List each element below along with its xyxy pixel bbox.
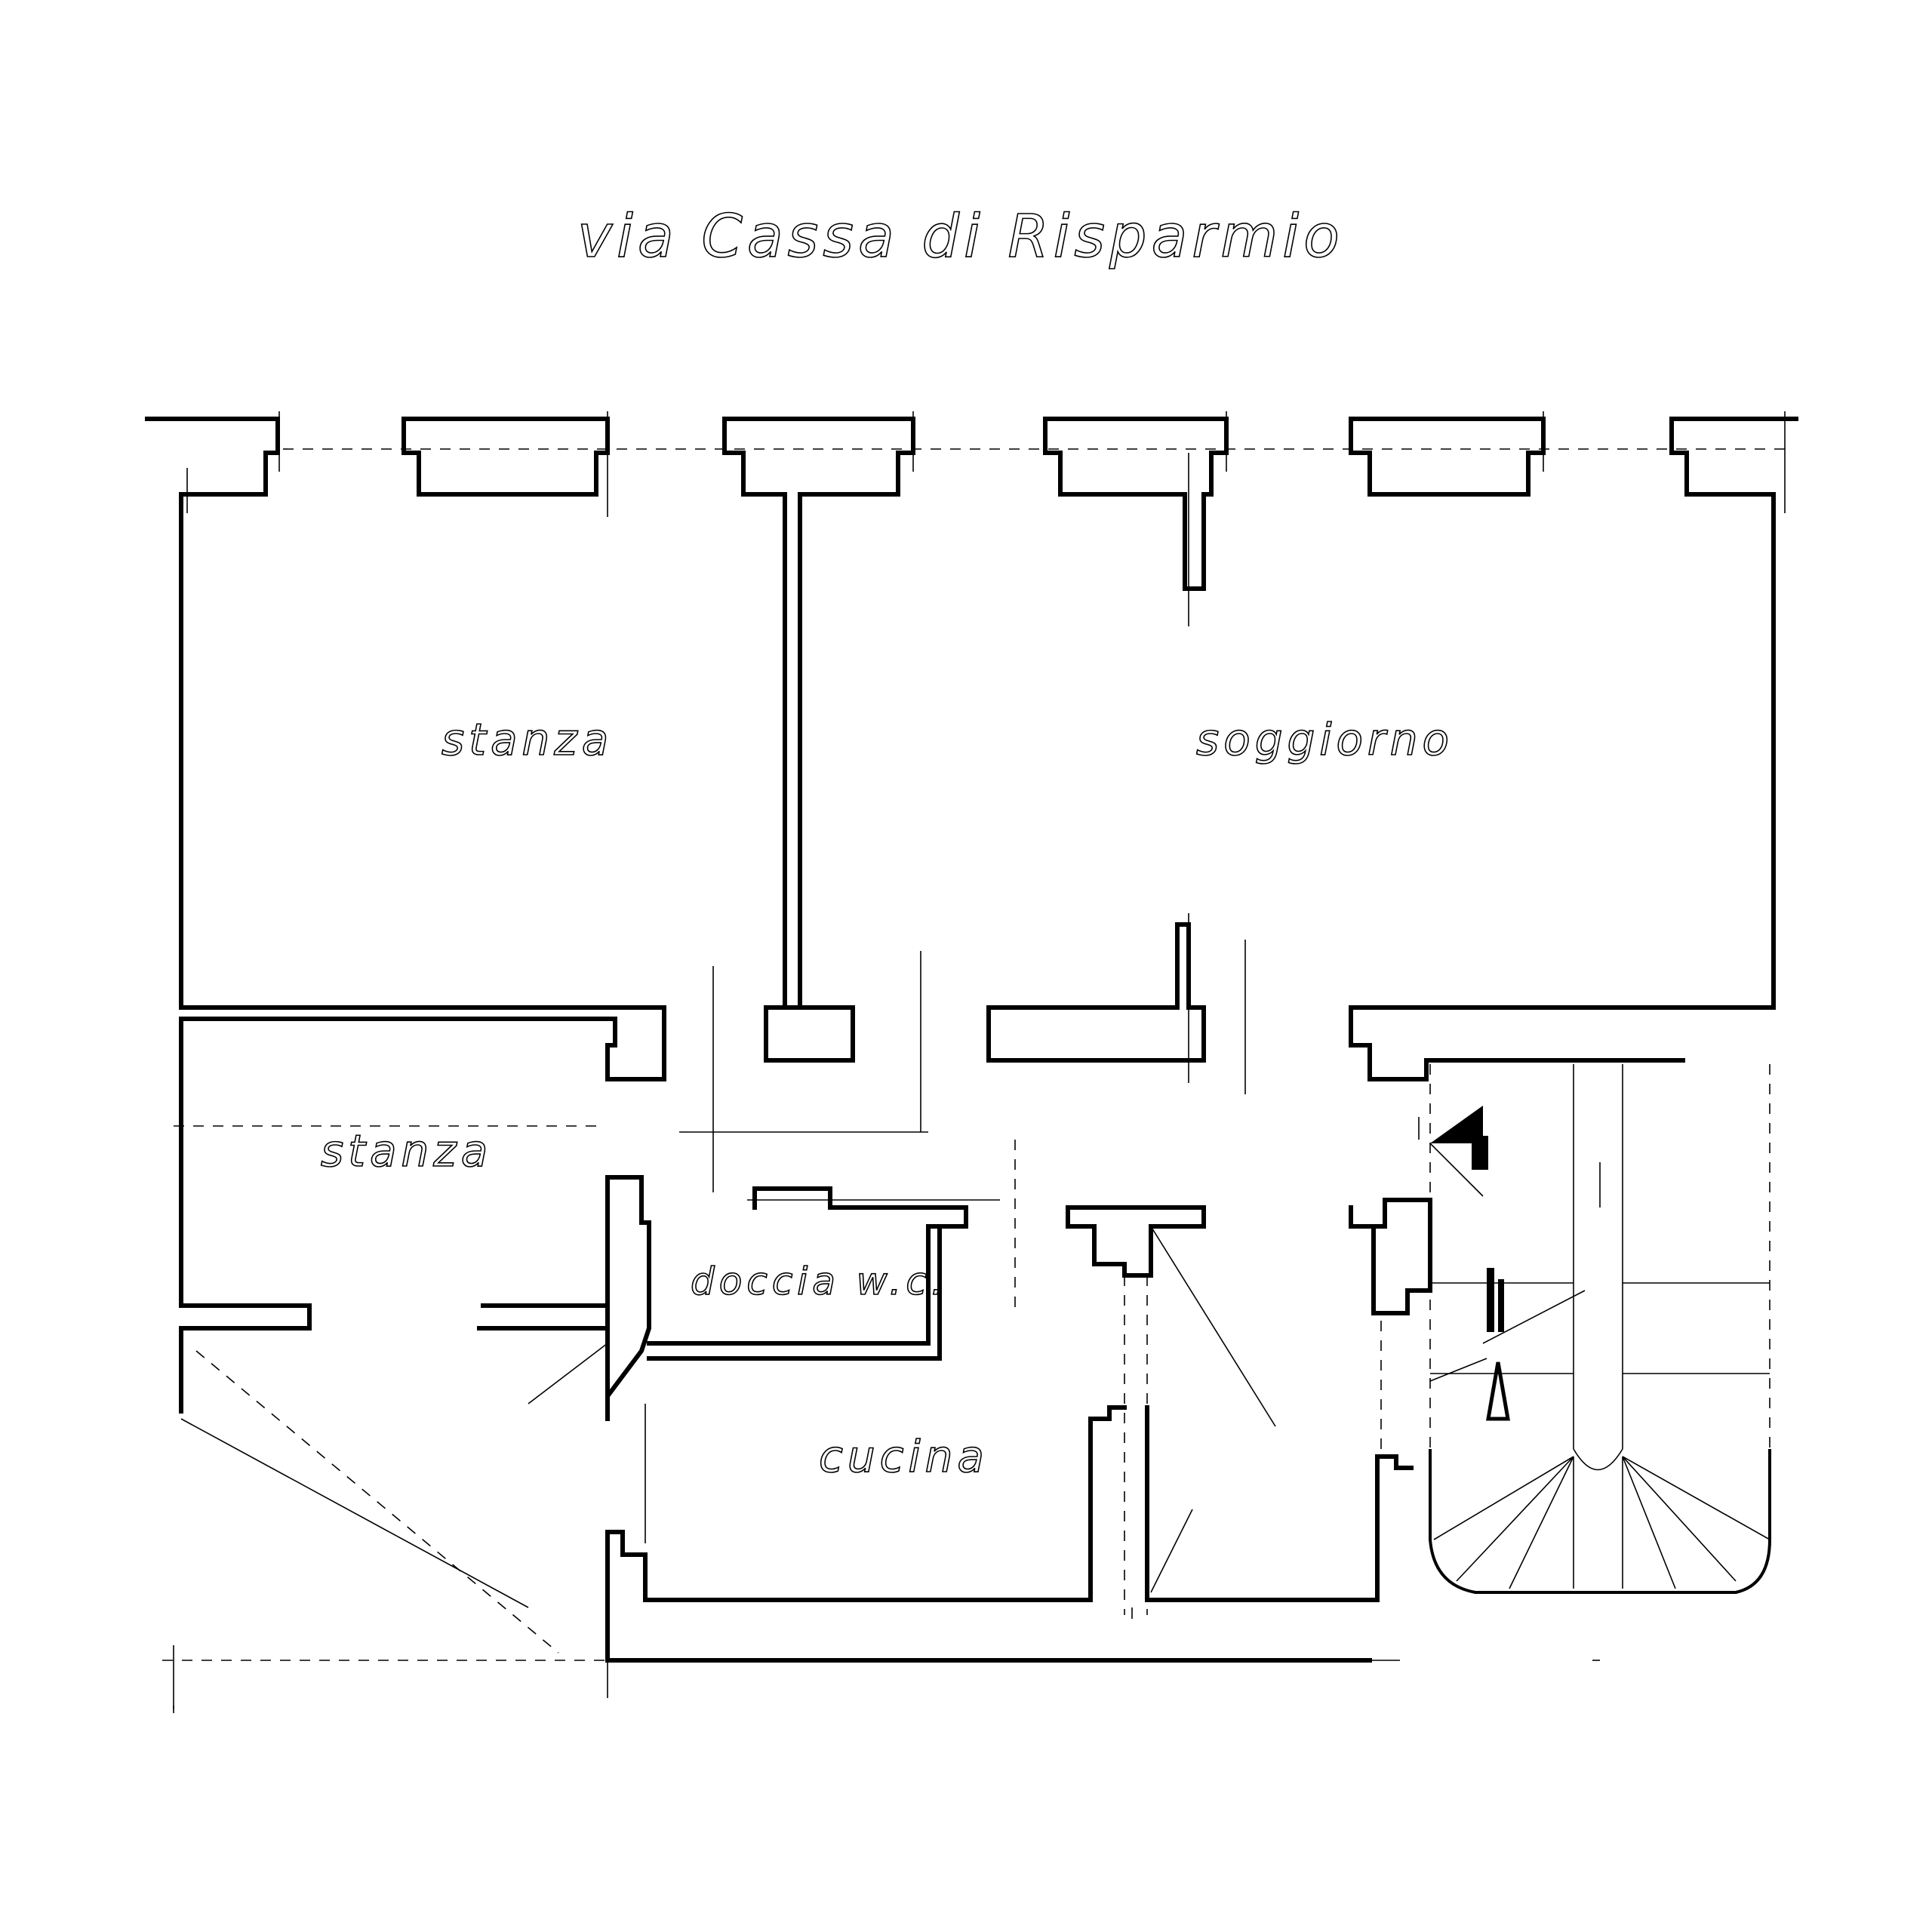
room-label-soggiorno: soggiorno [1196, 714, 1454, 765]
interior-walls [179, 922, 1432, 1663]
room-label-stanza-top: stanza [441, 714, 613, 765]
construction-lines [162, 411, 1789, 1713]
stairwell [1429, 1064, 1771, 1594]
room-label-doccia: doccia w.c. [691, 1260, 948, 1303]
room-label-cucina: cucina [819, 1431, 989, 1482]
street-label: via Cassa di Risparmio [577, 203, 1344, 271]
room-label-stanza-left: stanza [321, 1125, 492, 1177]
facade-walls [145, 417, 1798, 1081]
